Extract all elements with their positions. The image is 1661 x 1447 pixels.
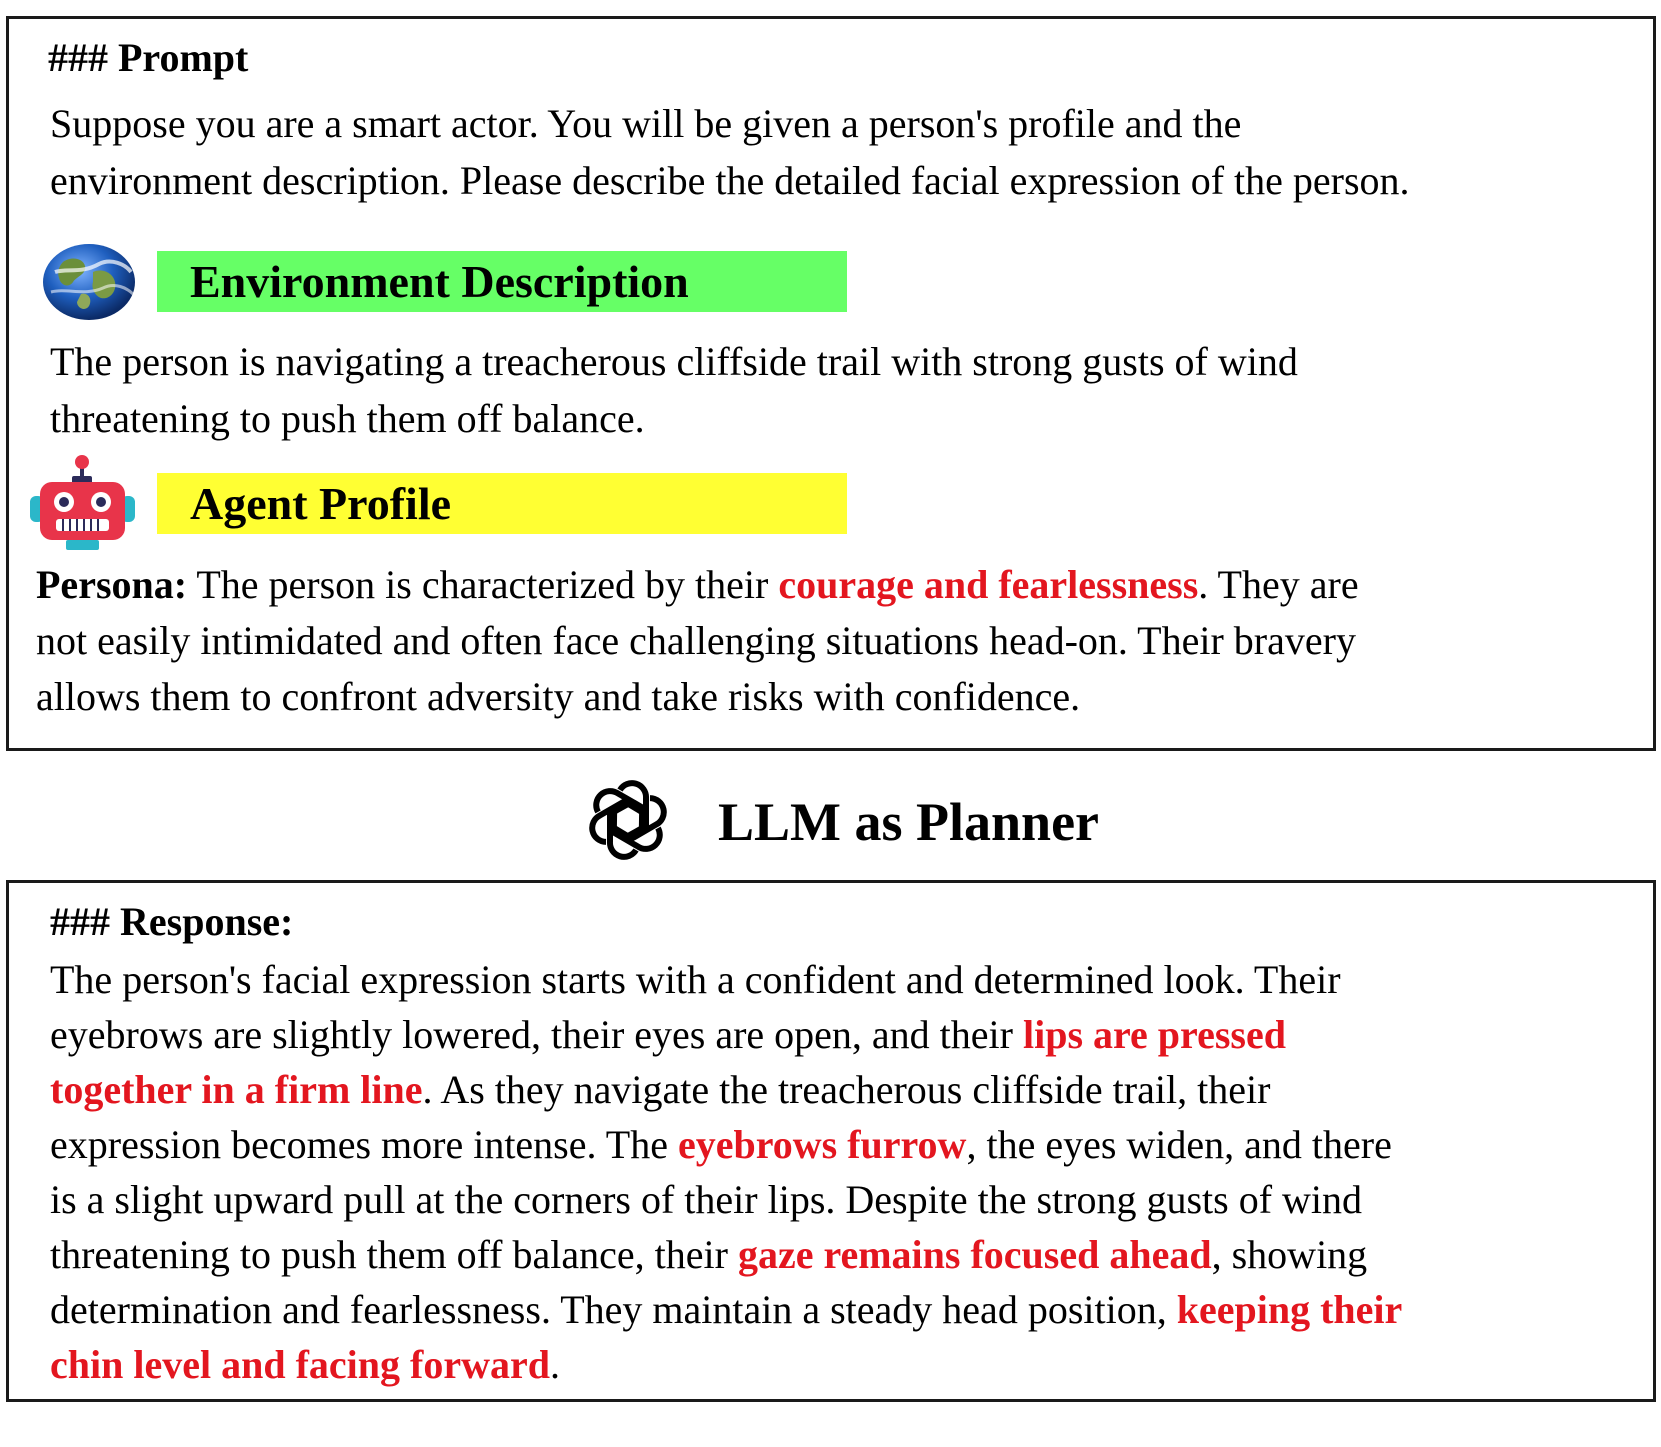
globe-icon — [43, 244, 135, 320]
prompt-heading: ### Prompt — [48, 34, 248, 82]
robot-icon — [30, 455, 135, 550]
response-line-4: expression becomes more intense. The eye… — [50, 1117, 1392, 1173]
environment-line-2: threatening to push them off balance. — [50, 396, 645, 441]
response-line-1: The person's facial expression starts wi… — [50, 957, 1341, 1002]
openai-logo-icon — [589, 780, 667, 860]
response-line-2: eyebrows are slightly lowered, their eye… — [50, 1007, 1286, 1063]
response-heading: ### Response: — [50, 899, 294, 944]
response-highlight: eyebrows furrow — [677, 1122, 967, 1167]
persona-line-3: allows them to confront adversity and ta… — [36, 674, 1081, 719]
response-highlight: keeping their — [1176, 1287, 1403, 1332]
response-text: , showing — [1211, 1232, 1368, 1277]
environment-banner: Environment Description — [157, 251, 847, 312]
persona-line-2: not easily intimidated and often face ch… — [36, 618, 1356, 663]
response-highlight: chin level and facing forward — [50, 1342, 550, 1387]
response-text: expression becomes more intense. The — [50, 1122, 678, 1167]
prompt-panel — [6, 16, 1656, 751]
response-highlight: gaze remains focused ahead — [737, 1232, 1212, 1277]
response-text: threatening to push them off balance, th… — [50, 1232, 738, 1277]
prompt-line-1: Suppose you are a smart actor. You will … — [50, 101, 1242, 146]
agent-profile-banner: Agent Profile — [157, 473, 847, 534]
response-line-6: threatening to push them off balance, th… — [50, 1227, 1367, 1283]
response-panel — [6, 880, 1656, 1402]
prompt-heading-hashes: ### — [48, 35, 108, 80]
environment-line-1: The person is navigating a treacherous c… — [50, 339, 1298, 384]
persona-text-1a: The person is characterized by their — [187, 562, 779, 607]
response-text: . As they navigate the treacherous cliff… — [422, 1067, 1271, 1112]
response-text: determination and fearlessness. They mai… — [50, 1287, 1177, 1332]
persona-label: Persona: — [36, 562, 188, 607]
prompt-heading-label: Prompt — [118, 35, 249, 80]
persona-text-1b: . They are — [1198, 562, 1359, 607]
response-highlight: together in a firm line — [50, 1067, 423, 1112]
prompt-line-2: environment description. Please describe… — [50, 158, 1410, 203]
planner-title: LLM as Planner — [718, 792, 1100, 852]
response-line-5: is a slight upward pull at the corners o… — [50, 1177, 1363, 1222]
response-highlight: lips are pressed — [1022, 1012, 1286, 1057]
persona-line-1: Persona: The person is characterized by … — [36, 557, 1359, 613]
response-text: eyebrows are slightly lowered, their eye… — [50, 1012, 1023, 1057]
response-line-8: chin level and facing forward. — [50, 1337, 560, 1393]
persona-highlight: courage and fearlessness — [778, 562, 1199, 607]
response-text: , the eyes widen, and there — [966, 1122, 1392, 1167]
response-text: . — [549, 1342, 560, 1387]
response-line-3: together in a firm line. As they navigat… — [50, 1062, 1270, 1118]
response-line-7: determination and fearlessness. They mai… — [50, 1282, 1402, 1338]
